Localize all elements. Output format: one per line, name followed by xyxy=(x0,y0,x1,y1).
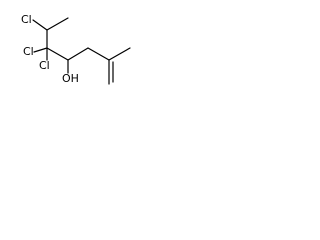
hydroxyl-group-label: OH xyxy=(62,72,79,85)
bond-c4-c5 xyxy=(67,47,89,61)
bond-c3-cl-left xyxy=(33,47,48,53)
bond-cl-c2 xyxy=(32,19,48,31)
chemical-structure-diagram: Cl Cl Cl OH xyxy=(21,13,131,85)
chlorine-atom-label: Cl xyxy=(23,45,34,58)
bond-c1-c2 xyxy=(46,17,69,31)
bond-c6-methyl xyxy=(108,47,131,61)
chlorine-atom-label: Cl xyxy=(21,13,32,26)
bond-c5-c6 xyxy=(87,47,110,61)
chlorine-atom-label: Cl xyxy=(39,59,50,72)
bond-layer xyxy=(32,17,131,85)
bond-c3-c4 xyxy=(46,47,69,61)
atom-label-layer: Cl Cl Cl OH xyxy=(21,13,79,85)
structure-canvas: Cl Cl Cl OH xyxy=(0,0,157,111)
